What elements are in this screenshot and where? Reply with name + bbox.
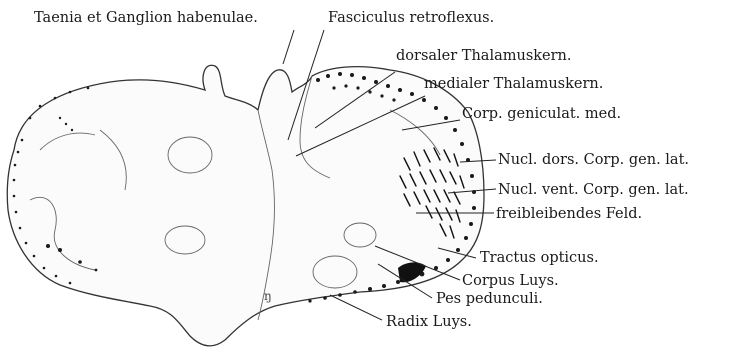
- label-freibleibendes-feld: freibleibendes Feld.: [496, 206, 642, 222]
- label-pes-pedunculi: Pes pedunculi.: [436, 291, 543, 307]
- label-fasciculus: Fasciculus retroflexus.: [328, 10, 494, 26]
- label-nucl-vent: Nucl. vent. Corp. gen. lat.: [498, 182, 689, 198]
- label-taenia: Taenia et Ganglion habenulae.: [34, 10, 258, 26]
- label-nucl-dors: Nucl. dors. Corp. gen. lat.: [498, 152, 689, 168]
- label-tractus-opticus: Tractus opticus.: [480, 250, 599, 266]
- small-glyph: ŋ: [264, 289, 272, 303]
- label-corp-geniculat-med: Corp. geniculat. med.: [462, 106, 621, 122]
- label-radix-luys: Radix Luys.: [386, 314, 472, 330]
- label-corpus-luys: Corpus Luys.: [462, 273, 559, 289]
- label-medialer-thalamuskern: medialer Thalamuskern.: [424, 76, 603, 92]
- section-outline: [7, 65, 484, 346]
- label-dorsaler-thalamuskern: dorsaler Thalamuskern.: [396, 48, 572, 64]
